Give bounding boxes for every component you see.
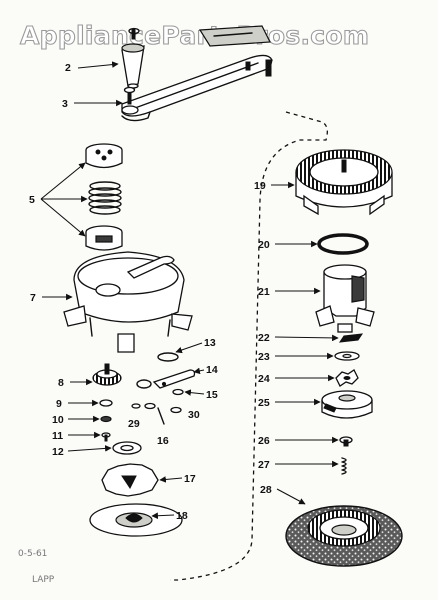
part-small-washers: [99, 399, 113, 442]
label-23: 23: [258, 351, 270, 363]
label-8: 8: [58, 377, 64, 389]
label-2: 2: [65, 62, 71, 74]
leader-lines: [40, 61, 339, 520]
label-29: 29: [128, 418, 140, 430]
label-28: 28: [260, 484, 272, 496]
part-labels: 2 3 5 7 8 9 10 11 12 13 14 15 16 17 18 1…: [29, 62, 272, 522]
label-21: 21: [258, 286, 270, 298]
label-5: 5: [29, 194, 35, 206]
label-17: 17: [184, 473, 196, 485]
part-washer: [112, 441, 142, 455]
part-cutter-disc: [101, 463, 159, 497]
part-clips: [131, 352, 196, 425]
label-30: 30: [188, 409, 200, 421]
part-screw: [339, 436, 353, 447]
part-spout-arm: [121, 25, 273, 122]
part-o-ring: [317, 233, 369, 255]
part-spacer: [334, 351, 360, 361]
label-22: 22: [258, 332, 270, 344]
label-14: 14: [206, 364, 218, 376]
label-7: 7: [30, 292, 36, 304]
part-hub: [321, 390, 373, 419]
part-ring-gear: [295, 149, 393, 216]
label-12: 12: [52, 446, 64, 458]
handwritten-notes: 0-5-61 LAPP: [18, 549, 55, 585]
label-13: 13: [204, 337, 216, 349]
label-26: 26: [258, 435, 270, 447]
label-19: 19: [254, 180, 266, 192]
handwritten-note-1: 0-5-61: [18, 549, 47, 559]
part-spring-assembly: [85, 143, 123, 251]
label-20: 20: [258, 239, 270, 251]
label-11: 11: [52, 430, 63, 442]
watermark-text: AppliancePartsPros.com: [20, 21, 369, 50]
handwritten-note-2: LAPP: [32, 575, 55, 585]
label-24: 24: [258, 373, 270, 385]
part-small-spring: [341, 457, 347, 475]
label-16: 16: [157, 435, 169, 447]
label-25: 25: [258, 397, 270, 409]
label-10: 10: [52, 414, 64, 426]
label-3: 3: [62, 98, 68, 110]
part-base-plate: [89, 503, 183, 537]
part-motor-housing: [63, 251, 193, 353]
part-pin: [123, 86, 136, 105]
part-grinding-ring: [285, 505, 403, 567]
part-knob: [121, 27, 145, 89]
label-18: 18: [176, 510, 188, 522]
label-15: 15: [206, 389, 218, 401]
part-star-washer: [335, 369, 359, 387]
part-small-gear: [92, 363, 122, 386]
label-27: 27: [258, 459, 270, 471]
part-shim: [338, 333, 364, 343]
label-9: 9: [56, 398, 62, 410]
part-drive-motor: [315, 264, 375, 333]
